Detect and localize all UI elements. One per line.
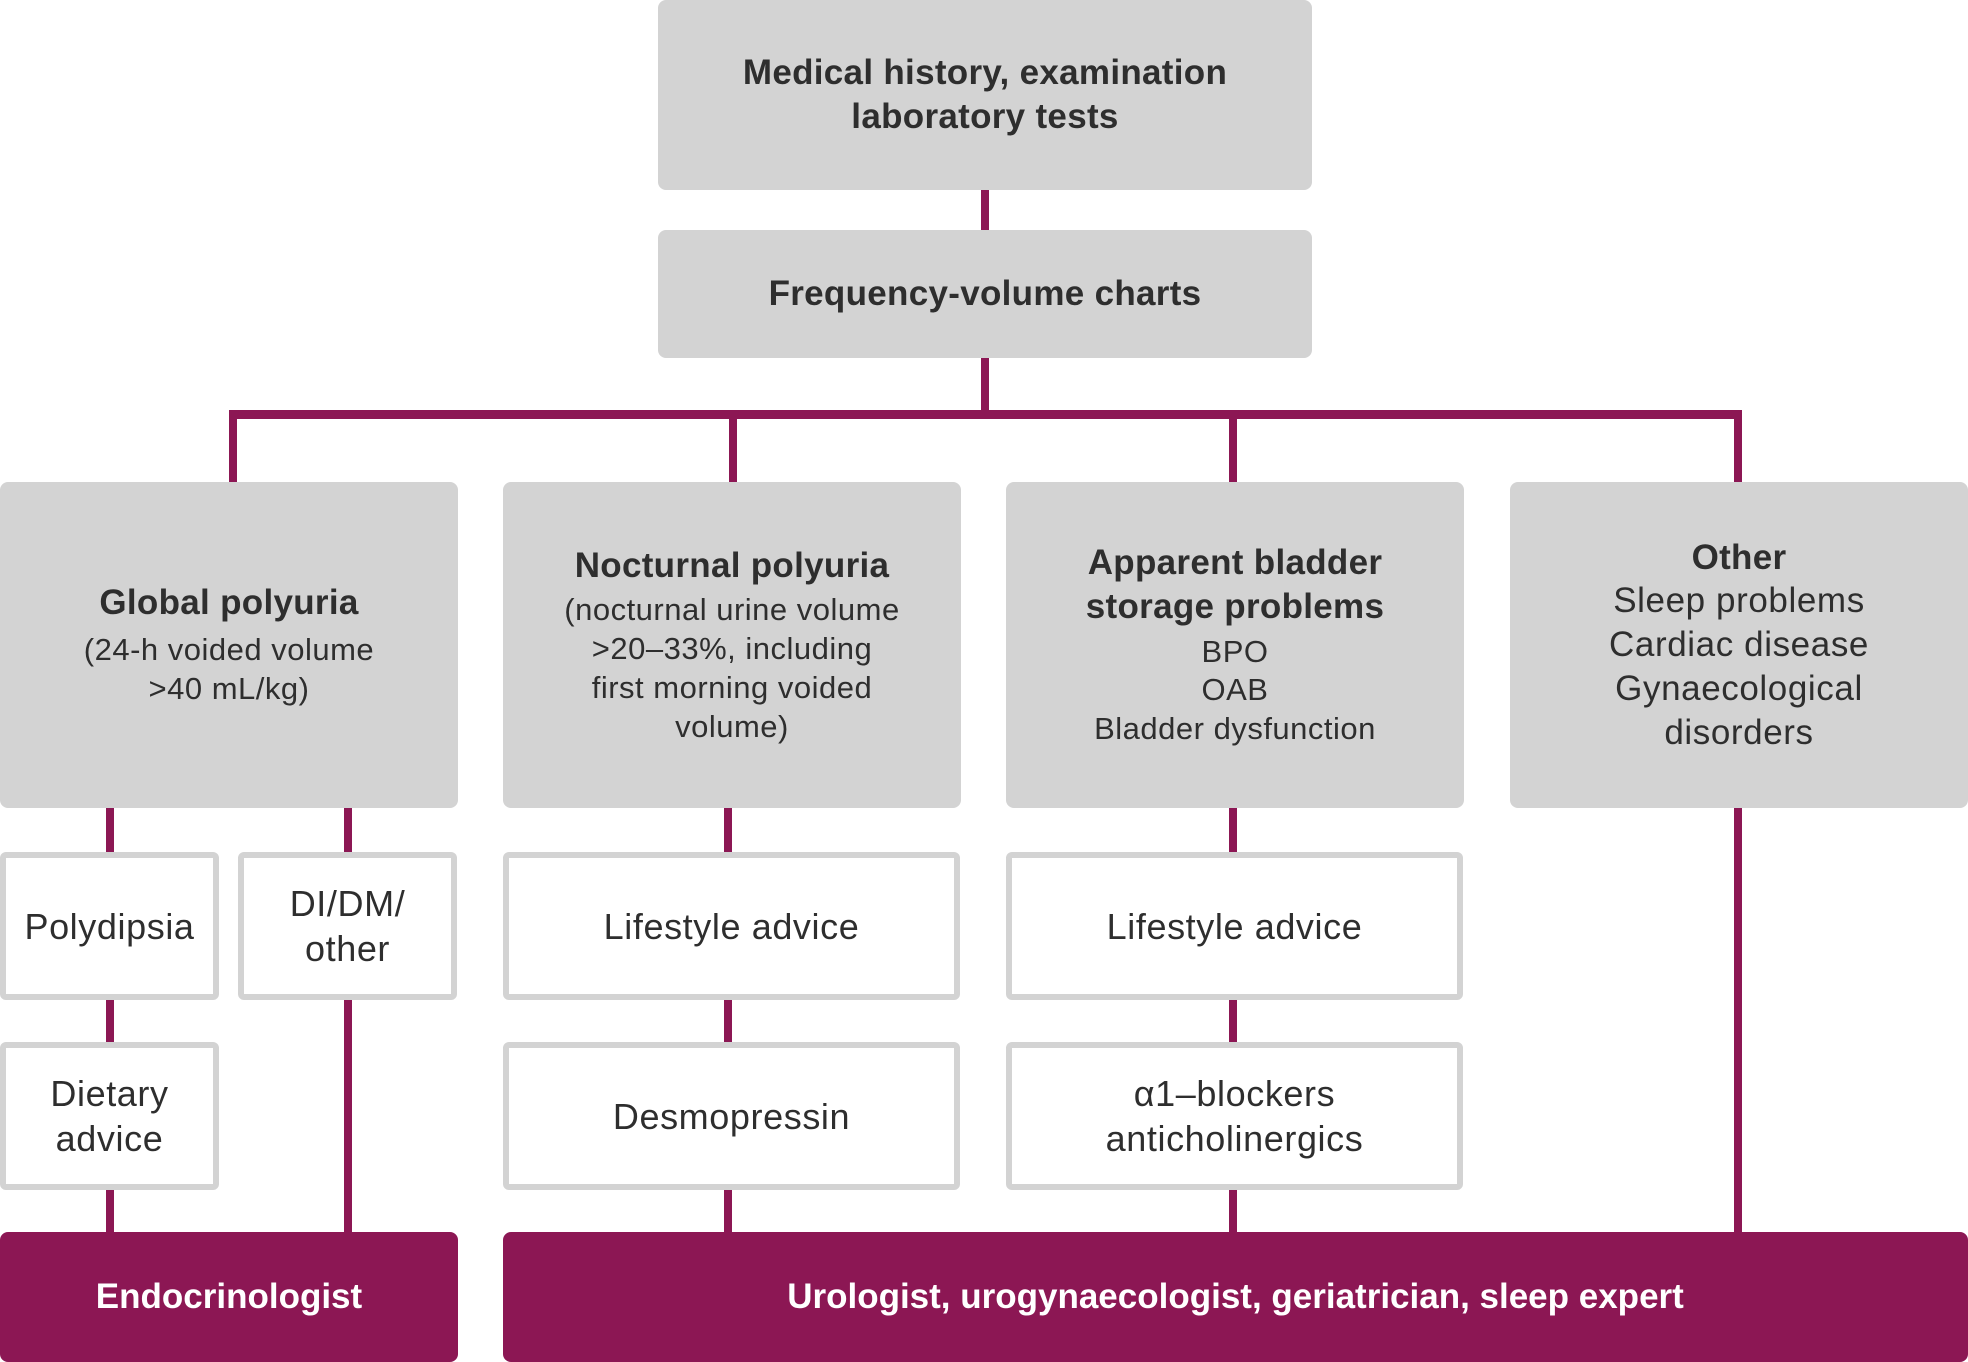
bladder-lifestyle-advice-box: Lifestyle advice xyxy=(1006,852,1463,1000)
connector-lifestyle-to-desmopressin xyxy=(724,996,732,1044)
connector-dietary-to-endocrinologist xyxy=(106,1186,114,1236)
medical-history-line1: Medical history, examination xyxy=(742,53,1228,93)
polydipsia-box: Polydipsia xyxy=(0,852,219,1000)
endocrinologist-box: Endocrinologist xyxy=(0,1232,458,1362)
lifestyle-advice-label: Lifestyle advice xyxy=(1106,905,1363,947)
bladder-storage-box: Apparent bladder storage problems BPO OA… xyxy=(1006,482,1464,808)
bladder-storage-item: OAB xyxy=(1201,672,1269,708)
di-dm-other-box: DI/DM/ other xyxy=(238,852,457,1000)
connector-global-to-polydipsia xyxy=(106,808,114,856)
di-dm-other-label: other xyxy=(304,928,391,969)
medical-history-line2: laboratory tests xyxy=(851,97,1119,136)
di-dm-other-label: DI/DM/ xyxy=(289,883,406,924)
frequency-volume-box: Frequency-volume charts xyxy=(658,230,1312,358)
other-item: Cardiac disease xyxy=(1609,625,1869,665)
connector-horizontal-bus xyxy=(229,410,1742,419)
connector-nocturnal-to-lifestyle xyxy=(724,808,732,856)
other-item: disorders xyxy=(1664,712,1814,752)
urology-referral-box: Urologist, urogynaecologist, geriatricia… xyxy=(503,1232,1968,1362)
other-title: Other xyxy=(1691,537,1787,577)
anticholinergics-label: anticholinergics xyxy=(1105,1118,1364,1159)
connector-to-nocturnal xyxy=(729,410,737,486)
urology-referral-label: Urologist, urogynaecologist, geriatricia… xyxy=(787,1277,1684,1317)
dietary-advice-label: Dietary xyxy=(50,1073,169,1114)
connector-top-to-fvc xyxy=(981,190,989,230)
nocturnal-polyuria-title: Nocturnal polyuria xyxy=(574,545,890,585)
nocturnal-polyuria-detail: volume) xyxy=(675,708,789,744)
global-polyuria-detail: (24-h voided volume xyxy=(83,632,375,668)
nocturnal-polyuria-detail: (nocturnal urine volume xyxy=(564,592,900,628)
connector-to-other xyxy=(1734,410,1742,486)
bladder-storage-title: storage problems xyxy=(1085,586,1385,626)
global-polyuria-detail: >40 mL/kg) xyxy=(148,670,310,706)
connector-lifestyle-to-blockers xyxy=(1229,996,1237,1044)
dietary-advice-label: advice xyxy=(55,1118,164,1159)
blockers-anticholinergics-box: α1–blockers anticholinergics xyxy=(1006,1042,1463,1190)
polydipsia-label: Polydipsia xyxy=(24,905,195,947)
other-item: Gynaecological xyxy=(1615,668,1863,708)
connector-polydipsia-to-dietary xyxy=(106,996,114,1044)
blockers-label: α1–blockers xyxy=(1133,1073,1336,1114)
endocrinologist-label: Endocrinologist xyxy=(95,1277,363,1317)
connector-di-to-endocrinologist xyxy=(344,996,352,1236)
connector-fvc-down xyxy=(981,358,989,414)
connector-global-to-di xyxy=(344,808,352,856)
connector-to-global xyxy=(229,410,237,486)
nocturnal-polyuria-box: Nocturnal polyuria (nocturnal urine volu… xyxy=(503,482,961,808)
bladder-storage-item: Bladder dysfunction xyxy=(1094,711,1376,747)
connector-to-bladder xyxy=(1229,410,1237,486)
frequency-volume-label: Frequency-volume charts xyxy=(768,274,1202,314)
other-item: Sleep problems xyxy=(1613,581,1865,621)
global-polyuria-title: Global polyuria xyxy=(99,583,359,623)
other-box: Other Sleep problems Cardiac disease Gyn… xyxy=(1510,482,1968,808)
desmopressin-box: Desmopressin xyxy=(503,1042,960,1190)
connector-blockers-to-urology xyxy=(1229,1186,1237,1236)
desmopressin-label: Desmopressin xyxy=(612,1095,851,1137)
nocturnal-polyuria-detail: first morning voided xyxy=(591,669,873,705)
nocturnal-polyuria-detail: >20–33%, including xyxy=(591,631,873,667)
medical-history-box: Medical history, examination laboratory … xyxy=(658,0,1312,190)
connector-bladder-to-lifestyle xyxy=(1229,808,1237,856)
global-polyuria-box: Global polyuria (24-h voided volume >40 … xyxy=(0,482,458,808)
connector-other-to-urology xyxy=(1734,808,1742,1236)
bladder-storage-item: BPO xyxy=(1201,633,1269,669)
bladder-storage-title: Apparent bladder xyxy=(1087,543,1383,583)
dietary-advice-box: Dietary advice xyxy=(0,1042,219,1190)
connector-desmopressin-to-urology xyxy=(724,1186,732,1236)
nocturnal-lifestyle-advice-box: Lifestyle advice xyxy=(503,852,960,1000)
lifestyle-advice-label: Lifestyle advice xyxy=(603,905,860,947)
